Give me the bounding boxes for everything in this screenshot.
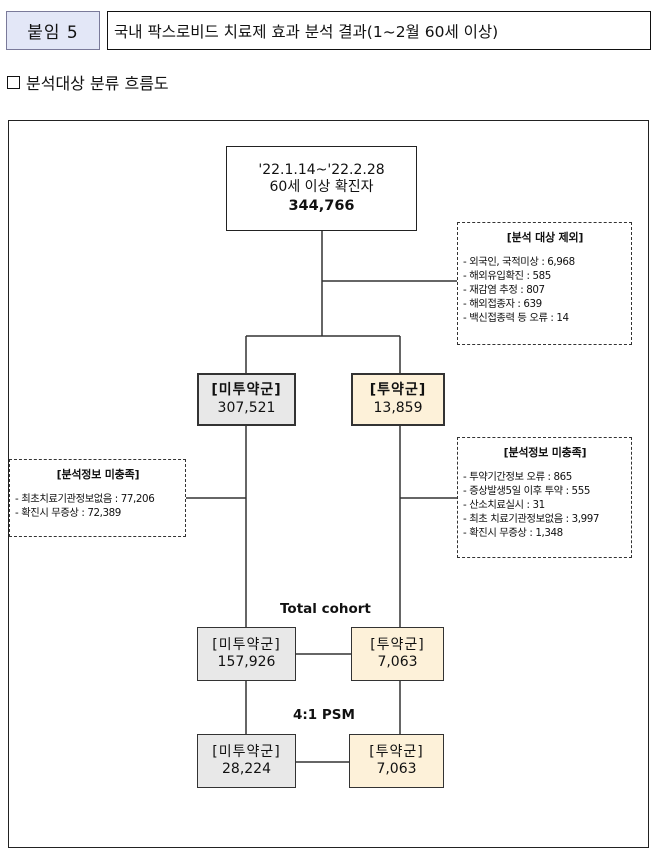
total-cohort-label: Total cohort <box>280 601 371 617</box>
treated-group-box-2: [투약군] 7,063 <box>351 627 444 681</box>
source-count: 344,766 <box>288 197 355 214</box>
missing-info-item: - 확진시 무증상 : 72,389 <box>15 507 121 519</box>
treated-group-box-3: [투약군] 7,063 <box>349 734 444 788</box>
missing-info-title: [분석정보 미충족] <box>56 468 140 481</box>
missing-info-item: - 투약기간정보 오류 : 865 <box>463 471 572 483</box>
exclusion-item: - 외국인, 국적미상 : 6,968 <box>463 256 575 268</box>
treated-group-count: 13,859 <box>373 399 423 416</box>
treated-group-count: 7,063 <box>376 761 417 777</box>
psm-label: 4:1 PSM <box>293 707 355 723</box>
document-title: 국내 팍스로비드 치료제 효과 분석 결과(1~2월 60세 이상) <box>107 11 651 50</box>
untreated-group-label: [미투약군] <box>212 743 281 760</box>
treated-group-label: [투약군] <box>370 636 425 653</box>
untreated-group-count: 157,926 <box>217 654 276 670</box>
missing-info-title: [분석정보 미충족] <box>503 446 587 459</box>
untreated-group-count: 28,224 <box>222 761 271 777</box>
source-population-box: '22.1.14~'22.2.28 60세 이상 확진자 344,766 <box>226 146 417 231</box>
exclusion-item: - 해외접종자 : 639 <box>463 298 542 310</box>
missing-info-note-untreated: [분석정보 미충족] - 최초치료기관정보없음 : 77,206 - 확진시 무… <box>9 459 186 537</box>
treated-group-label: [투약군] <box>369 743 424 760</box>
missing-info-item: - 산소치료실시 : 31 <box>463 499 545 511</box>
attachment-label-text: 붙임 5 <box>27 23 79 43</box>
exclusion-note: [분석 대상 제외] - 외국인, 국적미상 : 6,968 - 해외유입확진 … <box>457 222 632 345</box>
section-heading: 분석대상 분류 흐름도 <box>7 70 169 94</box>
untreated-group-label: [미투약군] <box>212 636 281 653</box>
missing-info-item: - 확진시 무증상 : 1,348 <box>463 527 563 539</box>
exclusion-title: [분석 대상 제외] <box>506 231 584 244</box>
missing-info-item: - 최초치료기관정보없음 : 77,206 <box>15 493 155 505</box>
untreated-group-box-3: [미투약군] 28,224 <box>197 734 296 788</box>
flowchart-frame <box>8 120 649 848</box>
treated-group-label: [투약군] <box>369 382 427 398</box>
treated-group-box-1: [투약군] 13,859 <box>351 373 445 426</box>
exclusion-item: - 재감염 추정 : 807 <box>463 284 545 296</box>
untreated-group-box-1: [미투약군] 307,521 <box>197 373 296 426</box>
untreated-group-label: [미투약군] <box>211 382 282 398</box>
exclusion-item: - 해외유입확진 : 585 <box>463 270 551 282</box>
missing-info-note-treated: [분석정보 미충족] - 투약기간정보 오류 : 865 - 증상발생5일 이후… <box>457 437 632 558</box>
treated-group-count: 7,063 <box>377 654 418 670</box>
source-description: 60세 이상 확진자 <box>269 179 374 196</box>
section-title: 분석대상 분류 흐름도 <box>26 74 169 93</box>
untreated-group-count: 307,521 <box>217 399 276 416</box>
document-title-text: 국내 팍스로비드 치료제 효과 분석 결과(1~2월 60세 이상) <box>114 22 499 41</box>
checkbox-square-icon <box>7 75 20 89</box>
attachment-label: 붙임 5 <box>6 11 100 50</box>
exclusion-item: - 백신접종력 등 오류 : 14 <box>463 312 569 324</box>
source-period: '22.1.14~'22.2.28 <box>258 161 385 178</box>
missing-info-item: - 증상발생5일 이후 투약 : 555 <box>463 485 591 497</box>
untreated-group-box-2: [미투약군] 157,926 <box>197 627 296 681</box>
missing-info-item: - 최초 치료기관정보없음 : 3,997 <box>463 513 600 525</box>
